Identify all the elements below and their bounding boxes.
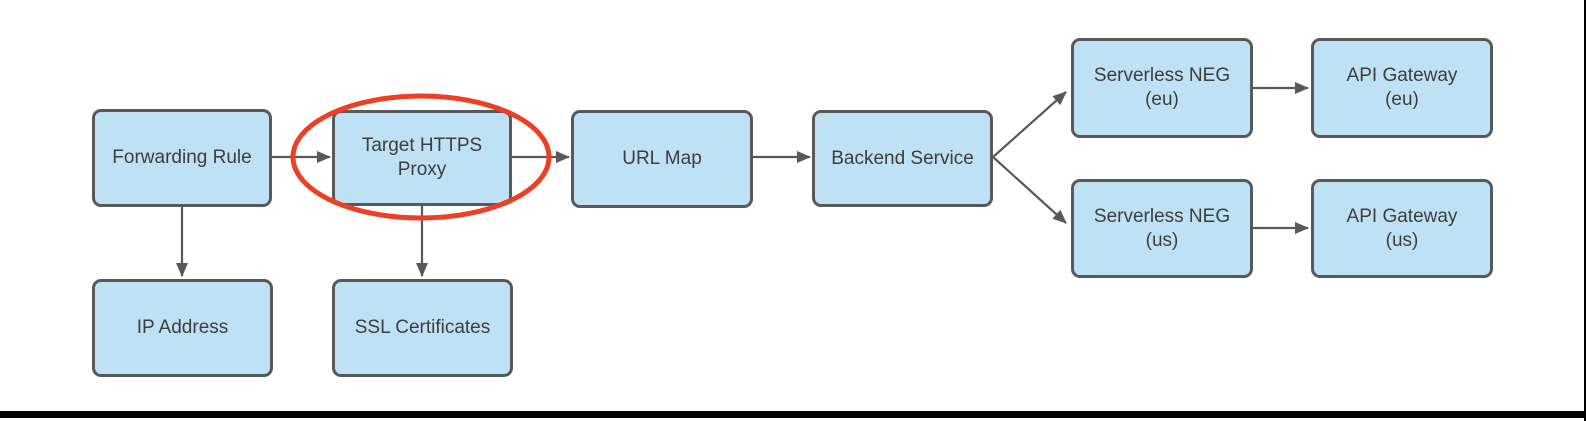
node-label: Target HTTPS Proxy bbox=[361, 135, 483, 180]
node-target-https-proxy: Target HTTPS Proxy bbox=[332, 110, 512, 206]
frame-right-border bbox=[1584, 0, 1586, 421]
frame-bottom-border bbox=[0, 411, 1586, 418]
node-api-gateway-eu: API Gateway (eu) bbox=[1311, 38, 1493, 138]
edge-backend-service-to-serverless-neg-us bbox=[992, 156, 1067, 224]
node-ip-address: IP Address bbox=[92, 279, 273, 377]
node-label: Serverless NEG (us) bbox=[1093, 205, 1231, 251]
node-forwarding-rule: Forwarding Rule bbox=[92, 109, 272, 207]
node-label: IP Address bbox=[136, 317, 229, 339]
node-label: Backend Service bbox=[831, 147, 974, 169]
node-label: API Gateway (us) bbox=[1346, 205, 1458, 251]
node-api-gateway-us: API Gateway (us) bbox=[1311, 179, 1493, 278]
edge-backend-service-to-serverless-neg-eu bbox=[992, 91, 1067, 158]
node-ssl-certificates: SSL Certificates bbox=[332, 279, 513, 377]
node-url-map: URL Map bbox=[571, 110, 753, 208]
node-serverless-neg-eu: Serverless NEG (eu) bbox=[1071, 38, 1253, 138]
node-serverless-neg-us: Serverless NEG (us) bbox=[1071, 179, 1253, 278]
node-backend-service: Backend Service bbox=[812, 110, 993, 207]
node-label: Serverless NEG (eu) bbox=[1093, 65, 1231, 110]
node-label: URL Map bbox=[622, 148, 702, 170]
node-label: SSL Certificates bbox=[354, 317, 491, 339]
node-label: API Gateway (eu) bbox=[1346, 65, 1458, 110]
node-label: Forwarding Rule bbox=[112, 147, 252, 169]
